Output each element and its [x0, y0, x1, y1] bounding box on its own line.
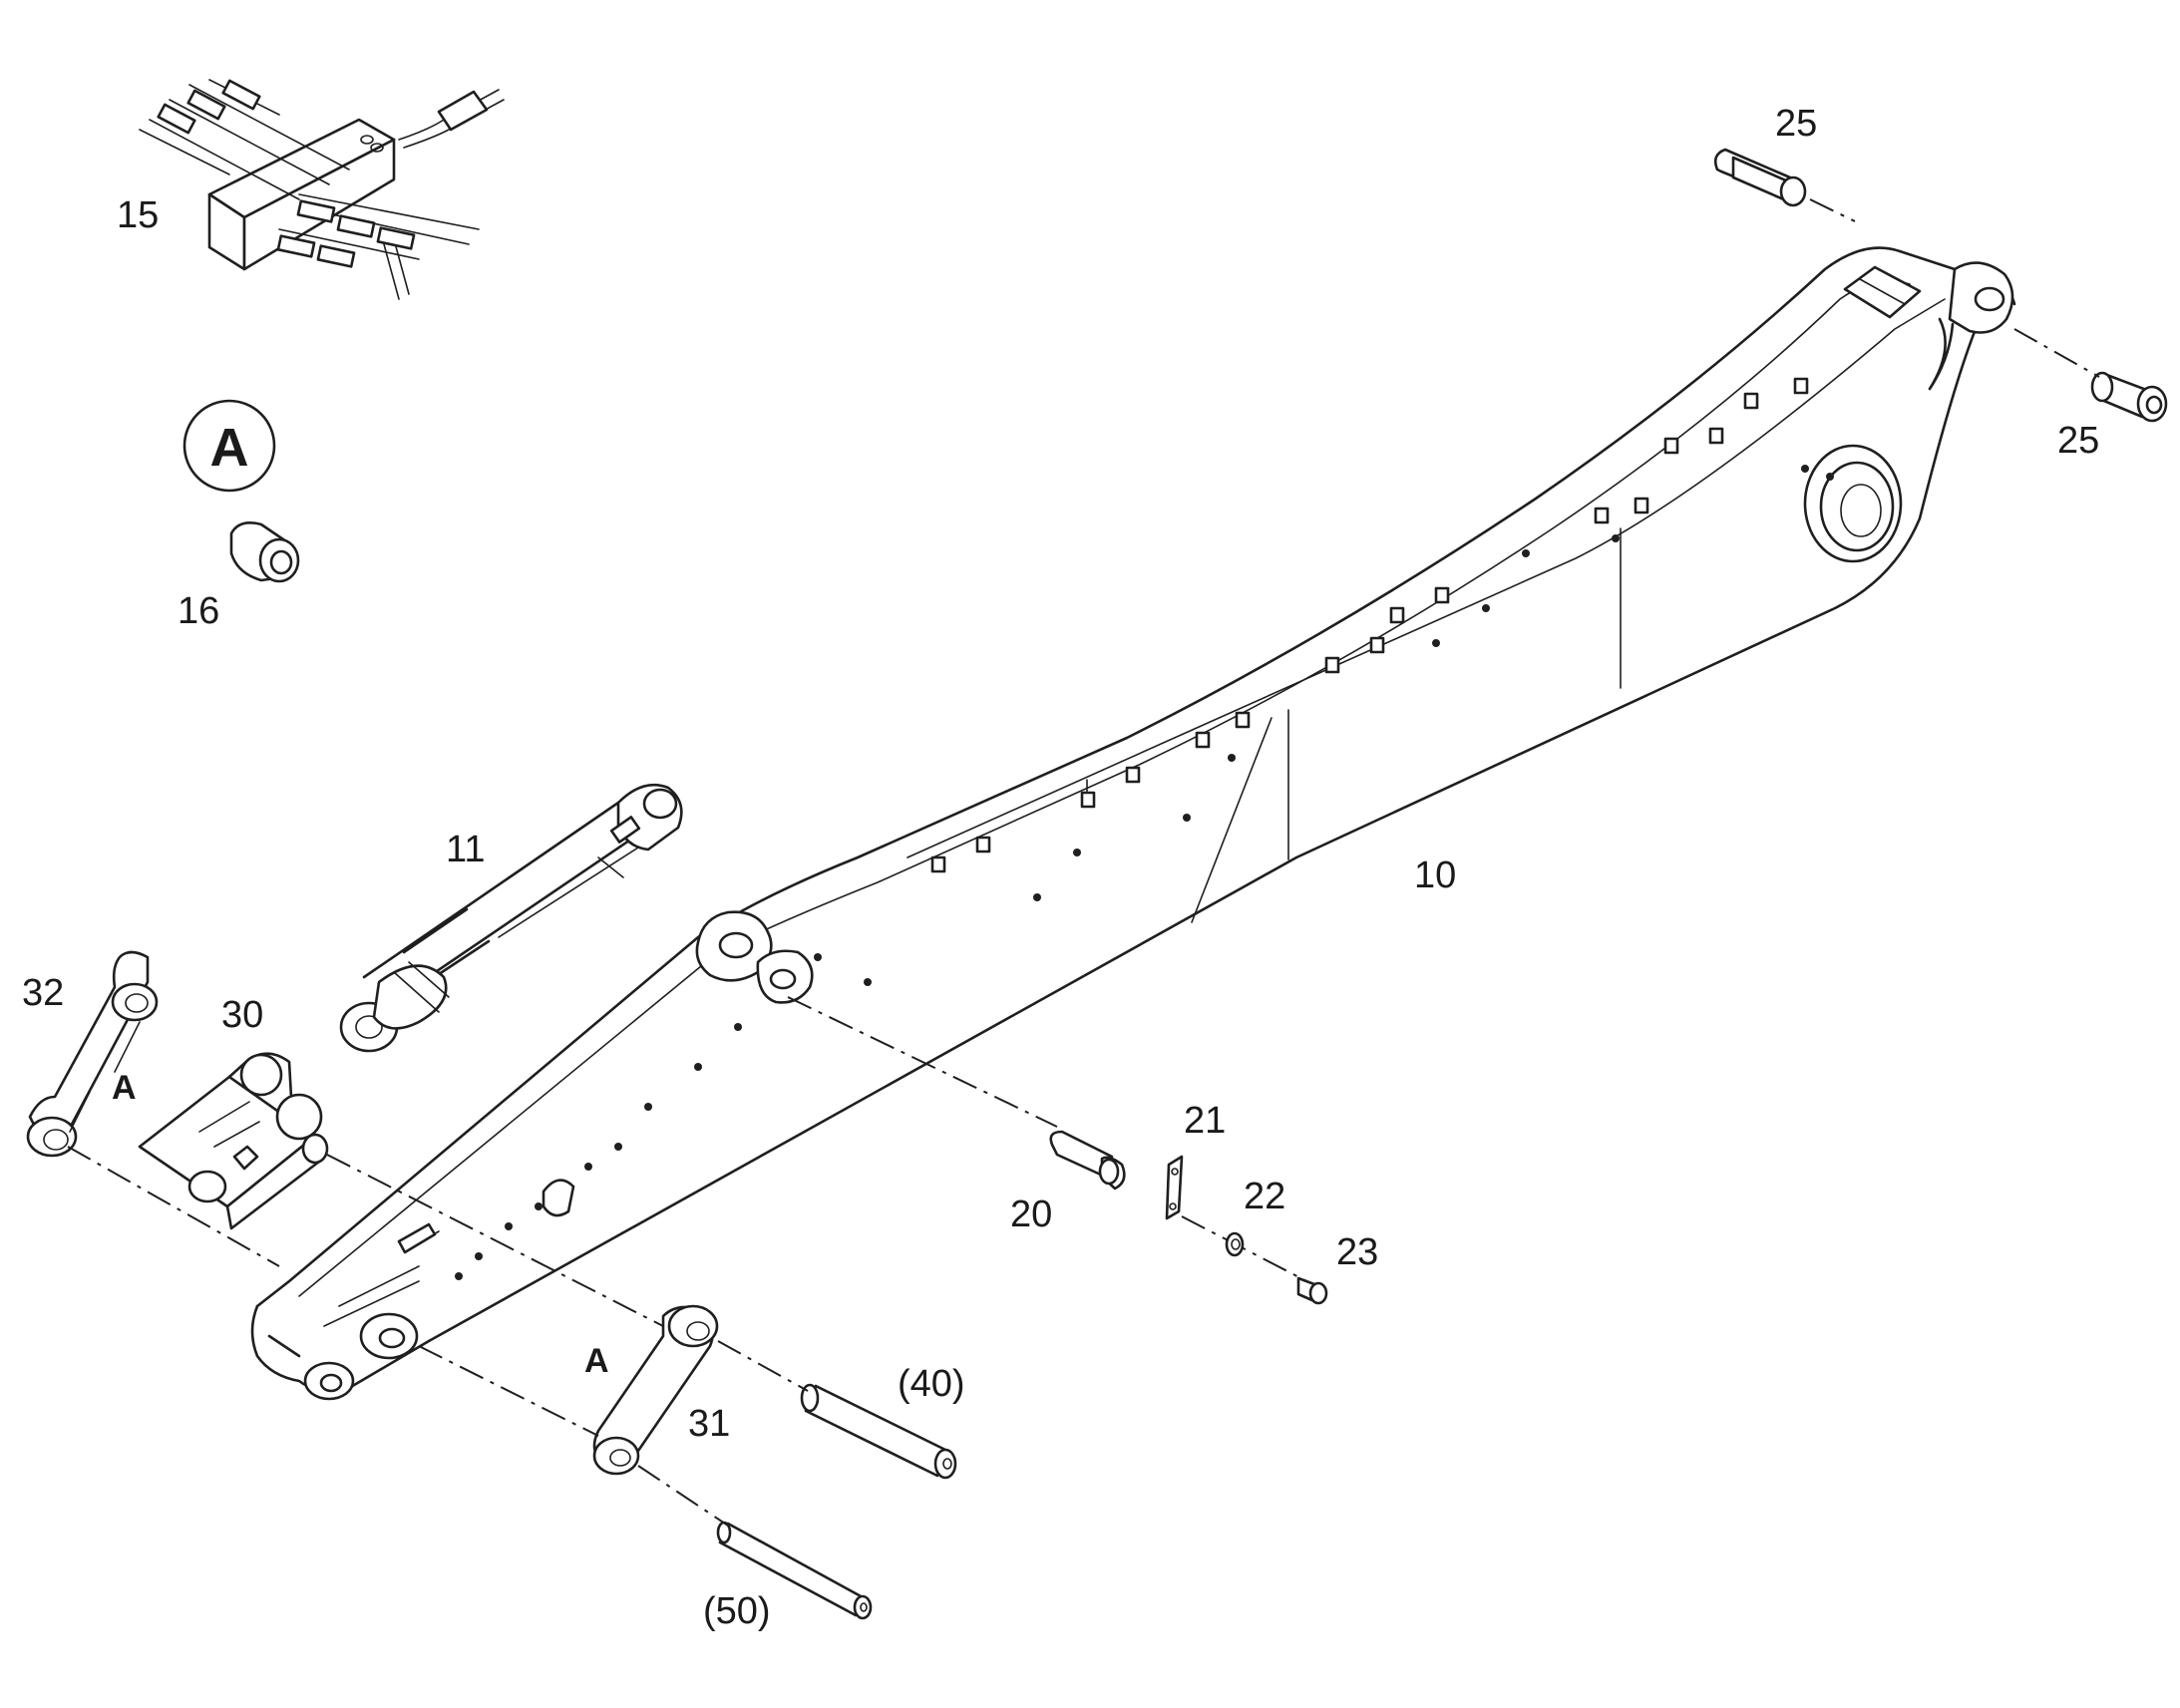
- boom-bolt-hole: [614, 1143, 622, 1151]
- detail-a-marker: A: [182, 399, 276, 493]
- label-20: 20: [1010, 1194, 1052, 1235]
- label-25-right: 25: [2057, 420, 2099, 462]
- label-15: 15: [117, 194, 159, 236]
- label-30: 30: [221, 994, 263, 1036]
- boom-bolt-hole: [814, 953, 822, 961]
- boom-lug: [1080, 791, 1096, 809]
- boom-lug: [1594, 507, 1610, 524]
- hose-fitting: [296, 199, 336, 223]
- bushing-part-16[interactable]: [229, 521, 300, 583]
- boom-lug: [1708, 427, 1724, 445]
- label-31: 31: [688, 1403, 730, 1445]
- boom-bolt-hole: [1522, 549, 1530, 557]
- boom-bolt-hole: [1482, 604, 1490, 612]
- pin-25-right[interactable]: [2090, 371, 2168, 423]
- label-10: 10: [1414, 854, 1456, 896]
- boom-lug: [1793, 377, 1809, 395]
- boom-lug: [975, 836, 991, 854]
- boom-bolt-hole: [734, 1023, 742, 1031]
- boom-bolt-hole: [1801, 465, 1809, 473]
- boom-bolt-hole: [455, 1272, 463, 1280]
- label-21: 21: [1184, 1100, 1226, 1142]
- pin-25-top-left[interactable]: [1713, 148, 1807, 207]
- centerline-pin-25-right: [2013, 328, 2100, 378]
- boom-bolt-hole: [864, 978, 872, 986]
- boom-bolt-hole: [505, 1222, 513, 1230]
- centerline-bucket-link: [326, 1154, 664, 1327]
- label-25-top: 25: [1775, 103, 1817, 145]
- boom-lug: [1125, 766, 1141, 784]
- centerline-link-31-top: [717, 1340, 809, 1392]
- boom-lug: [1743, 392, 1759, 410]
- pin-part-50[interactable]: [716, 1521, 873, 1620]
- boom-bolt-hole: [475, 1252, 483, 1260]
- pin-part-20[interactable]: [1049, 1130, 1126, 1191]
- centerline-pin-25-left: [1809, 198, 1856, 222]
- label-16: 16: [178, 590, 219, 632]
- pin-part-40[interactable]: [800, 1383, 957, 1480]
- boom-bolt-hole: [1432, 639, 1440, 647]
- centerline-pin-40: [418, 1345, 599, 1437]
- bucket-link-part-30[interactable]: [138, 1052, 329, 1230]
- label-40: (40): [898, 1363, 965, 1405]
- boom-lug: [1389, 606, 1405, 624]
- hose-fitting: [186, 89, 226, 121]
- boom-bolt-hole: [584, 1163, 592, 1171]
- boom-lug: [1195, 731, 1211, 749]
- marker-a-bottom: A: [584, 1342, 609, 1380]
- boom-bolt-hole: [1073, 849, 1081, 856]
- label-22: 22: [1244, 1176, 1285, 1217]
- centerline-link-31-bottom: [637, 1465, 729, 1527]
- centerline-hardware: [1181, 1215, 1317, 1287]
- boom-lug: [1663, 437, 1679, 455]
- label-23: 23: [1336, 1231, 1378, 1273]
- centerline-boom-knuckle: [787, 996, 1058, 1128]
- boom-lug: [1434, 586, 1450, 604]
- hose-fitting: [276, 234, 316, 258]
- arm-cylinder-part-11[interactable]: [339, 783, 683, 1053]
- detail-a-letter: A: [210, 418, 249, 478]
- boom-bolt-hole: [1612, 534, 1620, 542]
- hose-fitting: [157, 103, 196, 135]
- boom-bolt-hole: [1183, 814, 1191, 822]
- hose-fitting: [336, 214, 376, 238]
- boom-lug: [930, 855, 946, 873]
- boom-bolt-hole: [644, 1103, 652, 1111]
- bolt-part-23[interactable]: [1296, 1276, 1328, 1305]
- hose-fitting: [376, 226, 416, 250]
- hose-fitting: [221, 79, 261, 111]
- hose-fitting: [316, 244, 356, 268]
- link-part-32[interactable]: [26, 950, 159, 1158]
- label-50: (50): [703, 1590, 771, 1632]
- boom-bolt-hole: [694, 1063, 702, 1071]
- boom-lug: [1634, 497, 1649, 514]
- marker-a-left: A: [112, 1069, 137, 1107]
- boom-bolt-hole: [1228, 754, 1236, 762]
- plate-part-21[interactable]: [1165, 1155, 1184, 1220]
- label-11: 11: [446, 829, 485, 870]
- boom-bolt-hole: [1033, 893, 1041, 901]
- boom-bolt-hole: [535, 1202, 543, 1210]
- boom-lug: [1324, 656, 1340, 674]
- link-part-31[interactable]: [592, 1304, 719, 1476]
- boom-lug: [1235, 711, 1251, 729]
- boom-part-10[interactable]: [250, 246, 2016, 1401]
- valve-block-part-15[interactable]: [139, 79, 505, 300]
- washer-part-22[interactable]: [1225, 1231, 1245, 1257]
- boom-lug: [1369, 636, 1385, 654]
- centerline-link-32: [67, 1146, 280, 1267]
- label-32: 32: [22, 972, 64, 1014]
